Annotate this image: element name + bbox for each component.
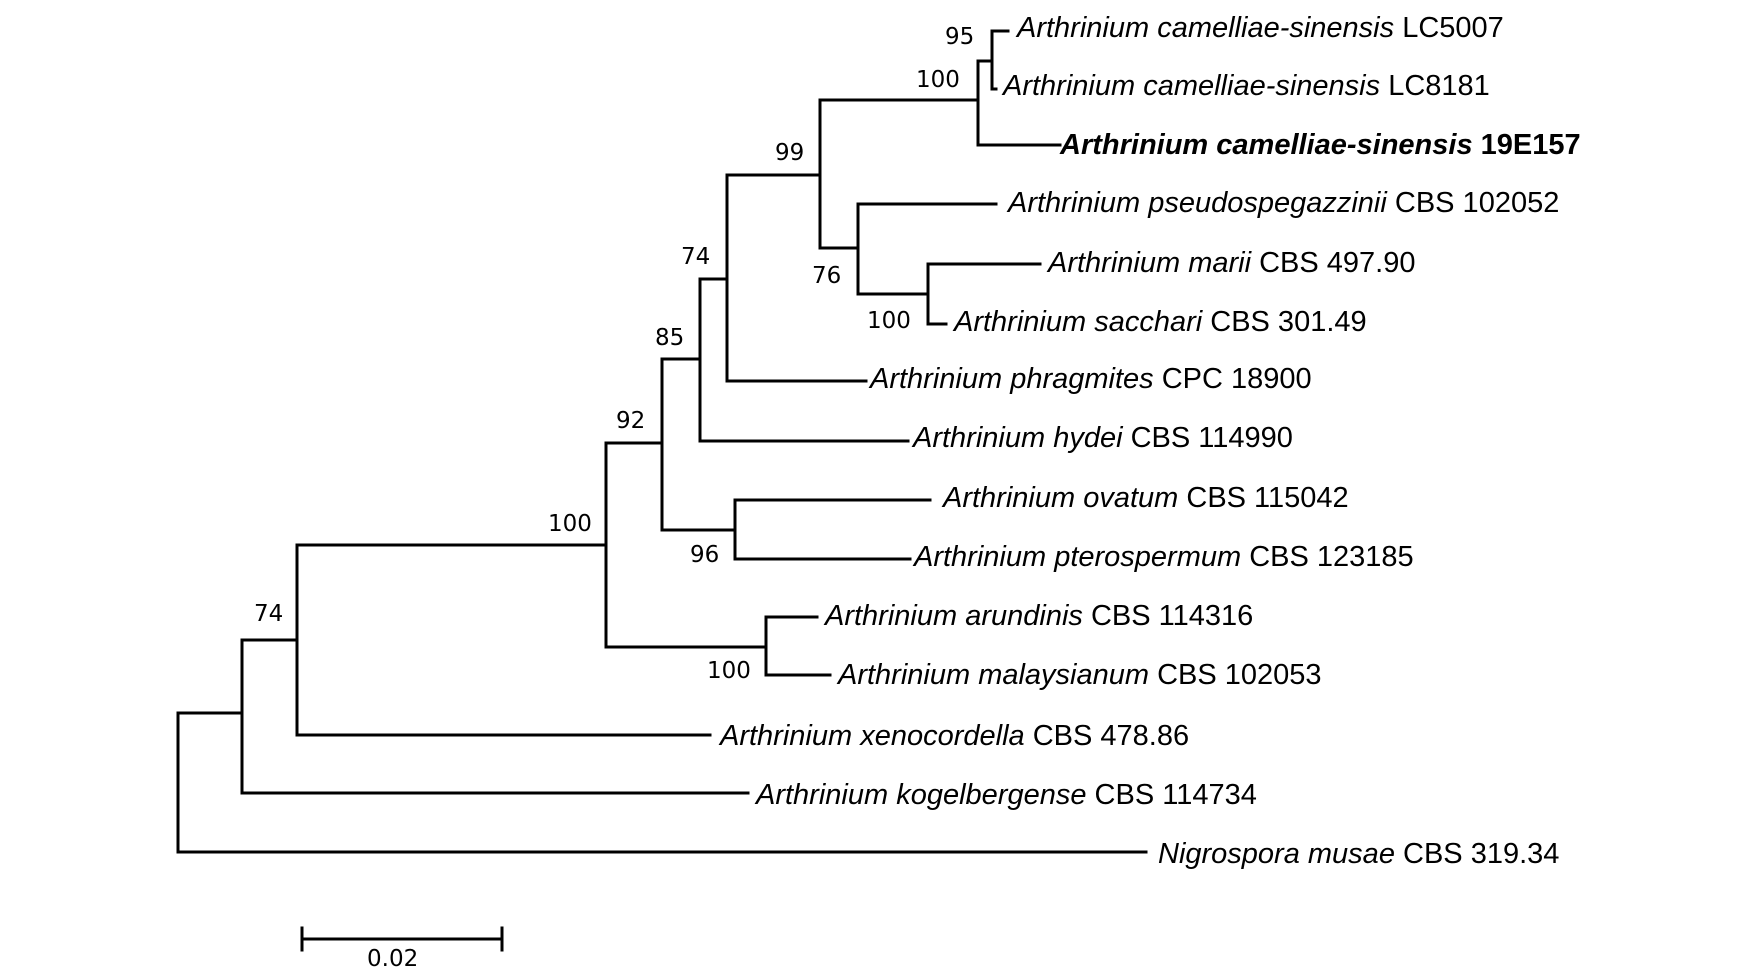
taxon-label: Arthrinium arundinis CBS 114316	[823, 600, 1253, 632]
taxon-label: Arthrinium pseudospegazzinii CBS 102052	[1006, 187, 1559, 219]
support-value: 99	[775, 140, 804, 166]
taxon-label: Arthrinium sacchari CBS 301.49	[952, 306, 1367, 338]
taxon-label: Arthrinium camelliae-sinensis LC5007	[1015, 12, 1504, 44]
taxon-label: Arthrinium kogelbergense CBS 114734	[754, 779, 1257, 811]
scale-bar-label: 0.02	[367, 946, 418, 972]
taxon-label: Arthrinium xenocordella CBS 478.86	[718, 720, 1189, 752]
taxon-label: Arthrinium ovatum CBS 115042	[941, 482, 1349, 514]
taxon-label: Arthrinium hydei CBS 114990	[911, 422, 1293, 454]
support-value: 100	[548, 511, 592, 537]
support-value: 100	[707, 658, 751, 684]
support-value: 76	[812, 263, 841, 289]
support-value: 100	[916, 67, 960, 93]
taxon-label: Arthrinium malaysianum CBS 102053	[836, 659, 1322, 691]
bootstrap-support-values: 95 100 99 76 100 74 85 92 96 100 100 74	[254, 24, 974, 684]
scale-bar-line	[300, 926, 504, 952]
taxon-label: Arthrinium pterospermum CBS 123185	[912, 541, 1414, 573]
taxon-label: Arthrinium marii CBS 497.90	[1046, 247, 1415, 279]
taxon-label-highlighted: Arthrinium camelliae-sinensis 19E157	[1059, 129, 1581, 161]
taxon-label: Arthrinium phragmites CPC 18900	[868, 363, 1312, 395]
support-value: 85	[655, 325, 684, 351]
tree-branches	[176, 29, 1148, 952]
support-value: 92	[616, 408, 645, 434]
support-value: 74	[681, 244, 710, 270]
taxon-label: Arthrinium camelliae-sinensis LC8181	[1001, 70, 1490, 102]
taxon-label: Nigrospora musae CBS 319.34	[1158, 838, 1559, 870]
support-value: 96	[690, 542, 719, 568]
support-value: 100	[867, 308, 911, 334]
support-value: 74	[254, 601, 283, 627]
support-value: 95	[945, 24, 974, 50]
taxon-labels: Arthrinium camelliae-sinensis LC5007 Art…	[718, 12, 1581, 870]
